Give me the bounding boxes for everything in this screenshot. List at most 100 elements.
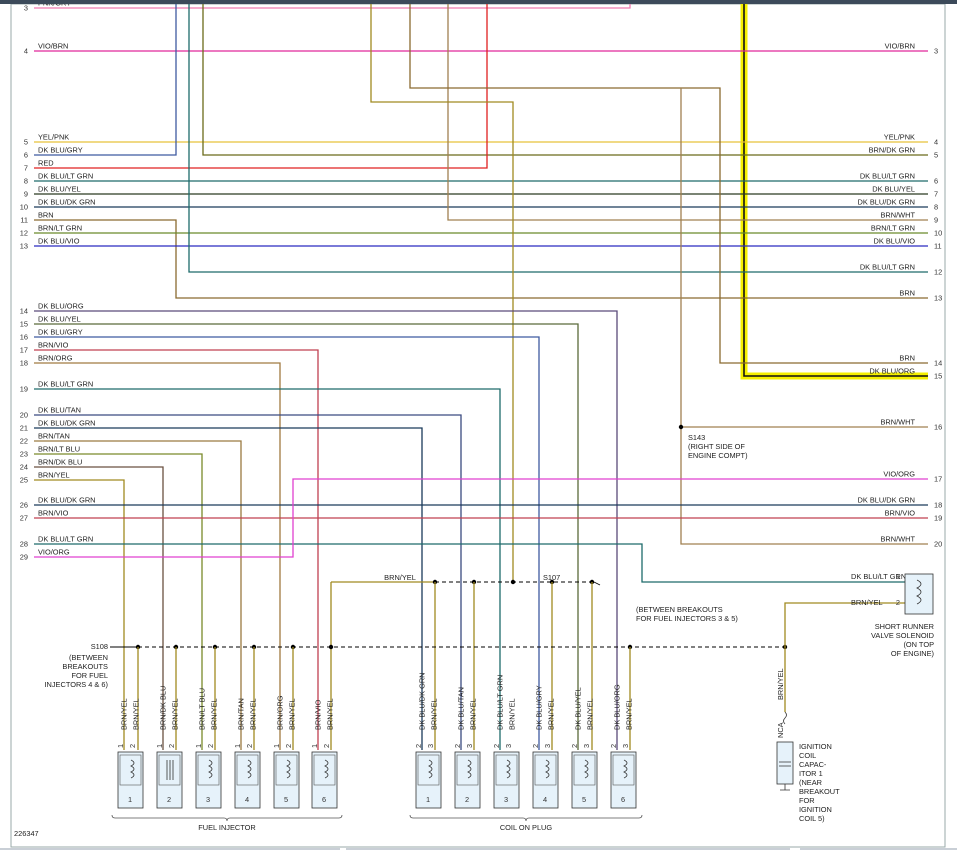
injector-box: [117, 751, 144, 809]
coil-wire-label: BRN/YEL: [547, 698, 556, 730]
injector-number: 5: [284, 795, 288, 804]
coil-coil-icon: [584, 759, 589, 779]
left-wire-label-10: DK BLU/DK GRN: [38, 198, 96, 207]
wire-dk-blu-dk-grn-21: [34, 427, 423, 750]
injector-wire-label: BRN/VIO: [314, 699, 323, 730]
coil-box: [415, 751, 442, 809]
wire-brn-tan: [34, 440, 242, 750]
coil-number: 2: [465, 795, 469, 804]
wire-dk-blu-gry: [34, 4, 177, 156]
right-wire-label-3: VIO/BRN: [885, 42, 915, 51]
s143-label-line: (RIGHT SIDE OF: [688, 442, 745, 451]
coil-connector: [612, 754, 635, 786]
s107-arrow: [593, 581, 601, 586]
coil-wire-label: DK BLU/YEL: [574, 687, 583, 730]
capacitor-label-line: IGNITION: [799, 805, 832, 814]
right-wire-label-13: BRN: [899, 289, 915, 298]
capacitor-label-line: IGNITION: [799, 742, 832, 751]
solenoid-pin-2: 2: [896, 598, 900, 607]
coil-coil-icon: [428, 759, 433, 779]
injector-pin: 2: [206, 744, 215, 748]
wire-dk-blu-gry-16: [34, 336, 540, 750]
right-pin-19: 19: [934, 514, 942, 523]
s143-label-line: S143: [688, 433, 705, 442]
right-wire-label-18: DK BLU/DK GRN: [858, 496, 916, 505]
left-wire-label-20: DK BLU/TAN: [38, 406, 81, 415]
injector-connector: [275, 754, 298, 786]
injector-wire-label: BRN/YEL: [249, 698, 258, 730]
fuel-injector-group-label: FUEL INJECTOR: [198, 823, 256, 832]
left-pin-8: 8: [24, 177, 28, 186]
left-pin-22: 22: [20, 437, 28, 446]
injector-symbol: [166, 760, 174, 780]
right-pin-9: 9: [934, 216, 938, 225]
injector-box: [273, 751, 300, 809]
coil-pin: 3: [465, 744, 474, 748]
left-wire-label-29: VIO/ORG: [38, 548, 70, 557]
dk-blu-org-trace: [743, 4, 928, 377]
injector-connector: [158, 754, 181, 786]
left-pin-17: 17: [20, 346, 28, 355]
coil-pin: 2: [453, 744, 462, 748]
coil-pin: 2: [570, 744, 579, 748]
left-pin-3: 3: [24, 4, 28, 13]
coil-wire-label: DK BLU/LT GRN: [496, 675, 505, 730]
coil-pin: 2: [531, 744, 540, 748]
left-wire-label-13: DK BLU/VIO: [38, 237, 80, 246]
capacitor-label-line: CAPAC-: [799, 760, 827, 769]
left-pin-29: 29: [20, 553, 28, 562]
right-wire-label-15: DK BLU/ORG: [869, 367, 915, 376]
coil-number: 6: [621, 795, 625, 804]
s108-note-line: FOR FUEL: [71, 671, 108, 680]
wire-brn-dk-grn: [202, 4, 928, 156]
window-top-bar: [0, 0, 957, 4]
diagram-frame: [10, 3, 946, 848]
left-pin-9: 9: [24, 190, 28, 199]
solenoid-label-line: SHORT RUNNER: [875, 622, 934, 631]
right-pin-12: 12: [934, 268, 942, 277]
solenoid-coil-icon: [916, 579, 922, 605]
left-wire-label-21: DK BLU/DK GRN: [38, 419, 96, 428]
injector-wire-label: BRN/ORG: [276, 695, 285, 730]
wire-dk-blu-lt-grn-28: [34, 543, 905, 583]
injector-number: 1: [128, 795, 132, 804]
right-pin-4: 4: [934, 138, 938, 147]
left-wire-label-11: BRN: [38, 211, 54, 220]
left-pin-27: 27: [20, 514, 28, 523]
right-wire-label-17: VIO/ORG: [883, 470, 915, 479]
left-wire-label-23: BRN/LT BLU: [38, 445, 80, 454]
left-wire-label-6: DK BLU/GRY: [38, 146, 83, 155]
coil-pin: 2: [492, 744, 501, 748]
injector-pin: 1: [272, 744, 281, 748]
injector-connector: [119, 754, 142, 786]
cap-nca: NCA: [776, 722, 785, 738]
injector-pin: 2: [284, 744, 293, 748]
left-pin-15: 15: [20, 320, 28, 329]
s108-note-line: BREAKOUTS: [62, 662, 108, 671]
injector-coil-icon: [286, 759, 291, 779]
left-wire-label-17: BRN/VIO: [38, 341, 69, 350]
left-pin-20: 20: [20, 411, 28, 420]
injector-pin: 1: [310, 744, 319, 748]
right-pin-13: 13: [934, 294, 942, 303]
injector-connector: [313, 754, 336, 786]
left-pin-18: 18: [20, 359, 28, 368]
left-pin-19: 19: [20, 385, 28, 394]
left-pin-13: 13: [20, 242, 28, 251]
capacitor-label-line: FOR: [799, 796, 815, 805]
capacitor-box: [776, 741, 794, 785]
injector-coil-icon: [130, 759, 135, 779]
coil-on-plug-group-brace: [409, 814, 643, 822]
wire-brn-14: [409, 4, 928, 364]
coil-wire-label: DK BLU/DK GRN: [418, 673, 427, 731]
injector-box: [156, 751, 183, 809]
injector-pin: 1: [155, 744, 164, 748]
injector-number: 3: [206, 795, 210, 804]
coil-connector: [534, 754, 557, 786]
injector-wire-label: BRN/LT BLU: [198, 688, 207, 730]
wire-red: [34, 4, 488, 169]
